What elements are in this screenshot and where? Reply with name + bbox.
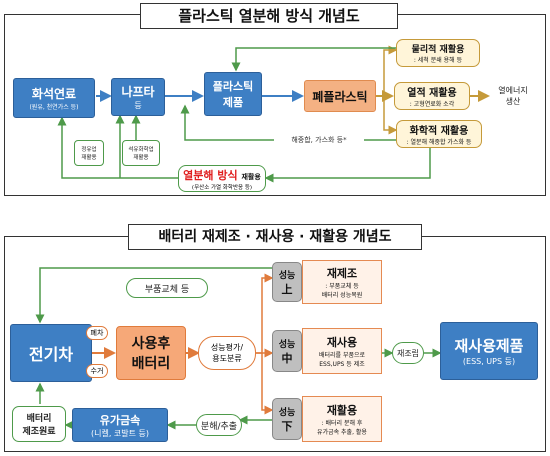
- bottom-panel-title: 배터리 재제조 · 재사용 · 재활용 개념도: [128, 224, 422, 250]
- tier-high-l2: 上: [281, 282, 293, 296]
- pyro-sub: (무산소 가열 화학반응 등): [191, 184, 253, 191]
- top-panel-title: 플라스틱 열분해 방식 개념도: [140, 3, 398, 29]
- parts-replacement-label: 부품교체 등: [126, 278, 208, 298]
- chemical-recycling-box: 화학적 재활용 : 열분해 해중합 가스화 등: [396, 120, 482, 148]
- used-battery-l1: 사용후: [131, 336, 171, 352]
- fossil-fuel-box: 화석연료 (원유, 천연가스 등): [13, 78, 95, 118]
- waste-plastic-box: 폐플라스틱: [304, 80, 376, 112]
- physical-title: 물리적 재활용: [411, 45, 465, 55]
- petchem-l1: 석유화학업: [128, 147, 154, 153]
- ev-label: 전기차: [28, 345, 74, 364]
- naphtha-sub: 등: [134, 101, 142, 110]
- reuse-product-box: 재사용제품 (ESS, UPS 등): [440, 322, 538, 380]
- waste-plastic-label: 폐플라스틱: [312, 89, 368, 104]
- raw-l1: 배터리: [26, 414, 52, 424]
- tier-mid-box: 성능 中: [272, 330, 302, 372]
- petchem-recycling-tag: 석유화학업 재활용: [122, 140, 160, 166]
- tier-high-box: 성능 上: [272, 262, 302, 302]
- eval-box: 성능평가/ 용도분류: [198, 336, 256, 370]
- plastic-title: 플라스틱: [212, 80, 254, 93]
- plastic-product-box: 플라스틱 제품: [204, 72, 262, 116]
- tier-mid-l1: 성능: [278, 339, 296, 350]
- pyro-tag: 재활용: [241, 172, 261, 181]
- remanufacture-s1: : 부품교체 등: [325, 283, 359, 290]
- valuable-metal-sub: (니켈, 코발트 등): [90, 428, 150, 438]
- valuable-metal-box: 유가금속 (니켈, 코발트 등): [72, 408, 168, 442]
- chemical-title: 화학적 재활용: [409, 126, 469, 137]
- naphtha-box: 나프타 등: [111, 78, 165, 116]
- refinery-l1: 정유업: [81, 147, 97, 153]
- energy-title: 열에너지: [498, 86, 528, 95]
- eval-l2: 용도분류: [212, 354, 242, 363]
- tier-high-l1: 성능: [278, 270, 296, 281]
- thermal-recycling-box: 열적 재활용 : 고형연료화 소각: [394, 82, 470, 110]
- chemical-sub: : 열분해 해중합 가스화 등: [406, 139, 472, 146]
- thermal-sub: : 고형연료화 소각: [409, 101, 455, 108]
- disassemble-label: 분해/추출: [196, 414, 242, 436]
- reuse-product-title: 재사용제품: [454, 337, 524, 355]
- recycle-s1: : 배터리 분해 후: [321, 420, 363, 427]
- plastic-title2: 제품: [222, 96, 244, 109]
- thermal-title: 열적 재활용: [407, 88, 457, 99]
- refinery-l2: 재활용: [81, 155, 97, 161]
- remanufacture-box: 재제조 : 부품교체 등 배터리 성능복원: [302, 260, 382, 304]
- recycle-box: 재활용 : 배터리 분해 후 유가금속 추출, 활용: [302, 396, 382, 442]
- recycle-title: 재활용: [326, 404, 358, 417]
- depoly-label: 해중합, 가스화 등*: [274, 134, 364, 146]
- fossil-fuel-title: 화석연료: [31, 87, 77, 101]
- tier-low-l1: 성능: [278, 407, 296, 418]
- physical-recycling-box: 물리적 재활용 : 세척 분쇄 용해 등: [396, 39, 480, 67]
- reuse-box: 재사용 배터리를 부품으로 ESS,UPS 등 제조: [302, 328, 382, 374]
- pyrolysis-box: 열분해 방식 재활용 (무산소 가열 화학반응 등): [178, 165, 266, 192]
- pyro-mid: 방식: [217, 168, 238, 182]
- used-battery-l2: 배터리: [131, 356, 171, 372]
- fossil-fuel-sub: (원유, 천연가스 등): [29, 104, 79, 111]
- physical-sub: : 세척 분쇄 용해 등: [413, 57, 463, 64]
- recall-label: 수거: [86, 364, 108, 378]
- refinery-recycling-tag: 정유업 재활용: [74, 140, 104, 166]
- ev-box: 전기차: [10, 324, 92, 382]
- reuse-s1: 배터리를 부품으로: [318, 352, 366, 359]
- recycle-s2: 유가금속 추출, 활용: [317, 429, 367, 436]
- reuse-s2: ESS,UPS 등 제조: [319, 361, 365, 368]
- battery-raw-material-box: 배터리 제조원료: [12, 406, 66, 442]
- remanufacture-title: 재제조: [326, 267, 358, 280]
- reuse-title: 재사용: [326, 336, 358, 349]
- raw-l2: 제조원료: [22, 427, 56, 437]
- reuse-product-sub: (ESS, UPS 등): [462, 357, 516, 366]
- eval-l1: 성능평가/: [210, 343, 244, 352]
- energy-production: 열에너지 생산: [490, 82, 536, 110]
- valuable-metal-title: 유가금속: [99, 413, 141, 427]
- naphtha-title: 나프타: [121, 85, 155, 99]
- remanufacture-s2: 배터리 성능복원: [321, 292, 363, 299]
- petchem-l2: 재활용: [133, 155, 149, 161]
- tier-mid-l2: 中: [281, 351, 293, 365]
- used-battery-box: 사용후 배터리: [116, 326, 186, 380]
- reassemble-label: 재조립: [392, 342, 424, 364]
- tier-low-box: 성능 下: [272, 398, 302, 440]
- scrap-label: 폐차: [86, 326, 108, 340]
- tier-low-l2: 下: [281, 419, 293, 433]
- pyro-main: 열분해: [183, 168, 214, 182]
- energy-title2: 생산: [505, 97, 521, 106]
